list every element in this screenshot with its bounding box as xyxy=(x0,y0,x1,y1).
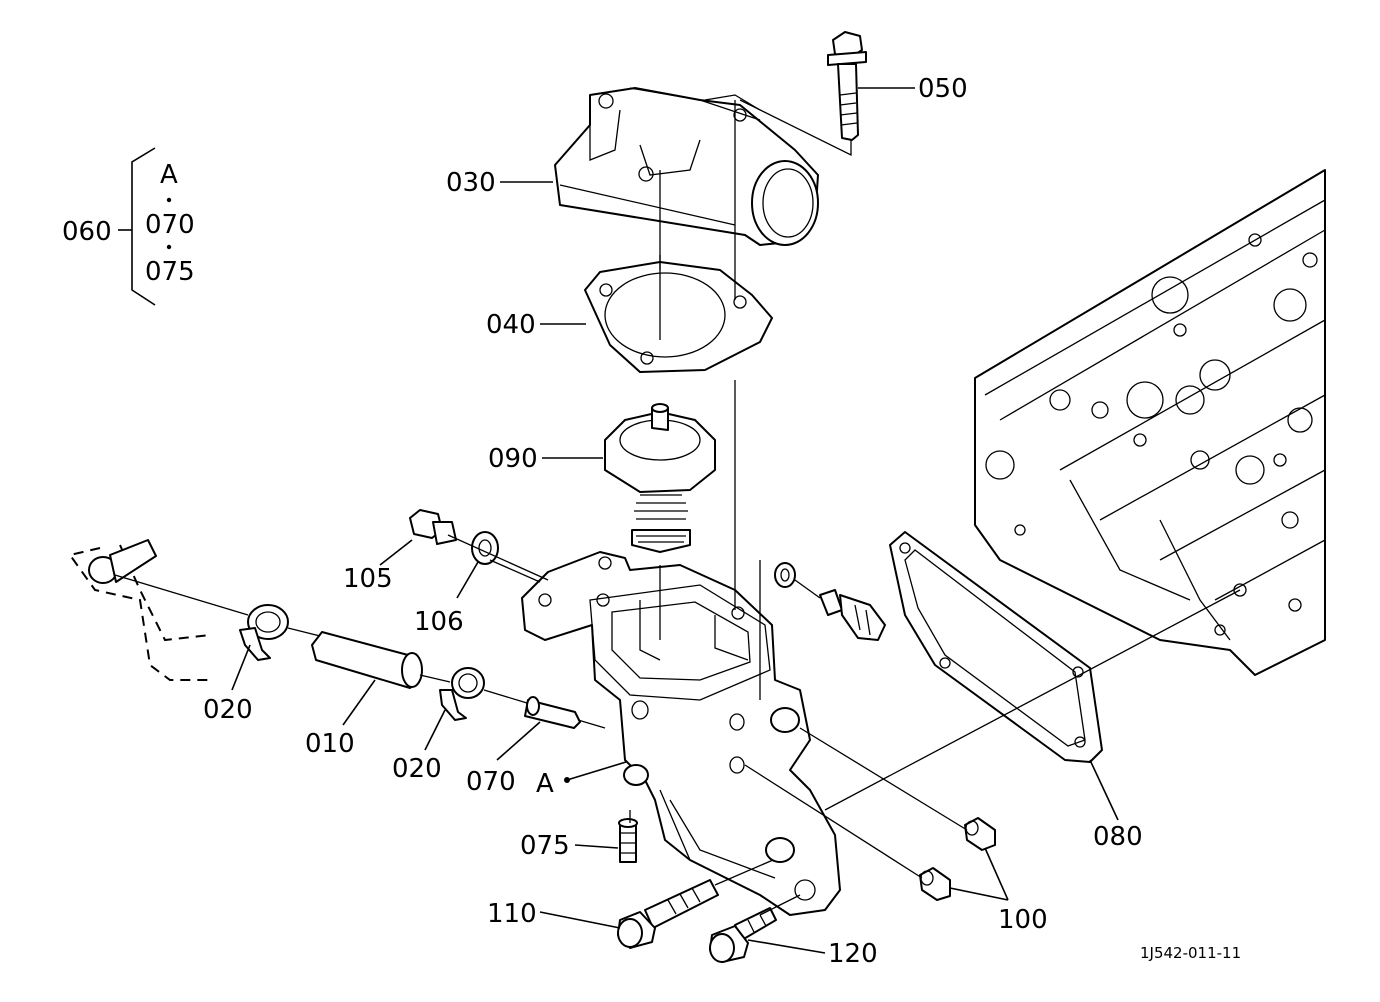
thermostat-cover-030 xyxy=(554,87,819,246)
bolt-120 xyxy=(709,907,777,963)
label-106: 106 xyxy=(414,607,464,637)
label-070: 070 xyxy=(466,767,516,797)
label-group-075: 075 xyxy=(145,257,195,287)
group-separator-dot xyxy=(166,197,172,203)
label-030: 030 xyxy=(446,168,496,198)
thermostat-090 xyxy=(604,403,716,553)
label-group-a: A xyxy=(160,160,178,190)
cylinder-head-illustration xyxy=(974,169,1326,676)
hose-010 xyxy=(311,631,423,689)
pipe-070 xyxy=(524,696,581,729)
label-090: 090 xyxy=(488,444,538,474)
plug-100-upper xyxy=(964,817,996,851)
plug-105 xyxy=(409,509,457,545)
label-020-left: 020 xyxy=(203,695,253,725)
reference-dot xyxy=(564,777,570,783)
gasket-040 xyxy=(584,261,773,373)
label-100: 100 xyxy=(998,905,1048,935)
drawing-code: 1J542-011-11 xyxy=(1140,944,1241,962)
label-075: 075 xyxy=(520,831,570,861)
label-110: 110 xyxy=(487,899,537,929)
label-010: 010 xyxy=(305,729,355,759)
temperature-sensor xyxy=(774,562,886,641)
label-105: 105 xyxy=(343,564,393,594)
label-050: 050 xyxy=(918,74,968,104)
plug-100-lower xyxy=(919,867,951,901)
drain-cock-075 xyxy=(618,818,638,863)
thermostat-housing xyxy=(521,551,841,916)
label-080: 080 xyxy=(1093,822,1143,852)
label-120: 120 xyxy=(828,939,878,969)
hose-clamp-020-left xyxy=(239,604,289,661)
set-bracket-060 xyxy=(118,147,172,306)
label-020-right: 020 xyxy=(392,754,442,784)
washer-106 xyxy=(471,531,499,565)
bolt-050 xyxy=(827,31,867,141)
bolt-110 xyxy=(617,879,719,949)
hose-clamp-020-right xyxy=(439,667,485,721)
explode-lines xyxy=(114,99,1241,916)
label-a-reference: A xyxy=(536,769,554,799)
label-group-070: 070 xyxy=(145,210,195,240)
gasket-080 xyxy=(889,531,1103,763)
bypass-pipe-dashed xyxy=(68,539,211,681)
leader-lines xyxy=(231,87,1119,954)
group-separator-dot xyxy=(166,244,172,250)
label-040: 040 xyxy=(486,310,536,340)
label-060: 060 xyxy=(62,217,112,247)
